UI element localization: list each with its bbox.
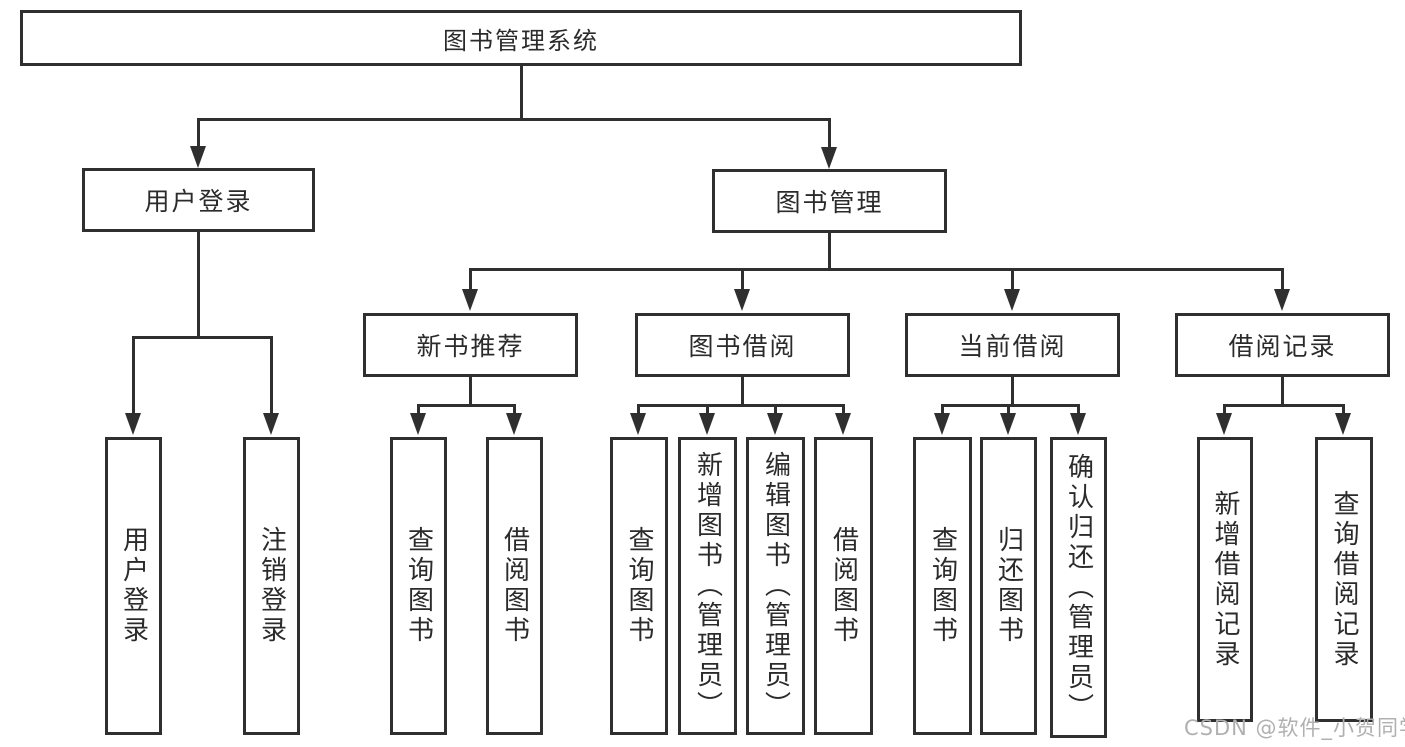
node-bb-add-books: 新增图书（管理员）: [678, 437, 737, 735]
arrow-book-mgmt: [821, 147, 837, 169]
node-leaf-user-login-label: 用户登录: [118, 526, 149, 646]
line-new-book-rec-drop-1: [417, 404, 420, 415]
node-cb-return-books: 归还图书: [980, 437, 1037, 735]
line-current-borrow-stem: [1011, 375, 1014, 406]
arrow-nb-query-books: [410, 413, 426, 435]
line-current-borrow-bar: [941, 404, 1080, 407]
arrow-bb-edit-books: [767, 413, 783, 435]
line-book-borrow-bar: [637, 404, 845, 407]
node-bb-query-books: 查询图书: [610, 437, 668, 735]
arrow-current-borrow: [1004, 289, 1020, 311]
arrow-leaf-user-login: [125, 413, 141, 435]
line-user-login-bar: [132, 336, 273, 339]
line-borrow-records-drop-1: [1223, 404, 1226, 415]
arrow-nb-borrow-books: [506, 413, 522, 435]
arrow-leaf-logout: [263, 413, 279, 435]
line-current-borrow-drop-1: [941, 404, 944, 415]
node-cb-query-books: 查询图书: [913, 437, 972, 735]
node-cb-confirm-return: 确认归还（管理员）: [1050, 437, 1107, 738]
line-borrow-records-stem: [1281, 375, 1284, 406]
node-nb-query-books-label: 查询图书: [403, 526, 434, 646]
arrow-book-borrow: [734, 289, 750, 311]
node-br-add-record-label: 新增借阅记录: [1210, 489, 1240, 670]
csdn-watermark: CSDN @软件_小贺同学: [1184, 716, 1405, 740]
node-nb-query-books: 查询图书: [390, 437, 447, 735]
node-nb-borrow-books-label: 借阅图书: [499, 526, 530, 646]
line-current-borrow-drop-2: [1007, 404, 1010, 415]
node-bb-borrow-books-label: 借阅图书: [828, 526, 859, 646]
line-borrow-records-bar: [1223, 404, 1345, 407]
arrow-cb-query-books: [934, 413, 950, 435]
line-book-mgmt-drop-3: [1011, 268, 1014, 291]
node-leaf-logout-label: 注销登录: [256, 526, 287, 646]
node-cb-return-books-label: 归还图书: [993, 526, 1024, 646]
arrow-bb-add-books: [699, 413, 715, 435]
arrow-br-query-record: [1335, 413, 1351, 435]
line-user-login-drop-1: [132, 336, 135, 415]
node-borrow-records: 借阅记录: [1175, 313, 1390, 377]
line-book-mgmt-bar: [469, 268, 1284, 271]
line-book-borrow-drop-1: [637, 404, 640, 415]
node-leaf-logout: 注销登录: [243, 437, 300, 735]
arrow-borrow-records: [1274, 289, 1290, 311]
line-user-login-drop-2: [270, 336, 273, 415]
arrow-bb-query-books: [630, 413, 646, 435]
line-book-borrow-drop-2: [706, 404, 709, 415]
node-nb-borrow-books: 借阅图书: [486, 437, 543, 735]
arrow-cb-return-books: [1000, 413, 1016, 435]
arrow-user-login: [190, 146, 206, 168]
node-bb-edit-books: 编辑图书（管理员）: [746, 437, 805, 735]
line-new-book-rec-stem: [469, 375, 472, 406]
arrow-cb-confirm-return: [1070, 413, 1086, 435]
line-book-borrow-stem: [741, 375, 744, 406]
arrow-new-book-rec: [462, 289, 478, 311]
node-root: 图书管理系统: [20, 10, 1022, 66]
node-cb-confirm-return-label: 确认归还（管理员）: [1063, 452, 1094, 723]
node-br-query-record: 查询借阅记录: [1315, 437, 1373, 722]
line-root-bar: [197, 118, 831, 121]
line-book-mgmt-stem: [828, 231, 831, 271]
line-root-drop-book-mgmt: [828, 118, 831, 149]
line-book-mgmt-drop-1: [469, 268, 472, 291]
line-book-borrow-drop-3: [774, 404, 777, 415]
node-book-mgmt-label: 图书管理: [775, 188, 884, 217]
node-new-book-rec: 新书推荐: [363, 313, 578, 377]
node-book-borrow-label: 图书借阅: [688, 332, 797, 361]
node-bb-add-books-label: 新增图书（管理员）: [692, 451, 723, 721]
node-borrow-records-label: 借阅记录: [1228, 332, 1337, 361]
node-bb-edit-books-label: 编辑图书（管理员）: [760, 451, 791, 721]
line-current-borrow-drop-3: [1077, 404, 1080, 415]
node-user-login: 用户登录: [82, 168, 315, 232]
line-new-book-rec-bar: [417, 404, 516, 407]
node-br-query-record-label: 查询借阅记录: [1329, 489, 1359, 670]
node-new-book-rec-label: 新书推荐: [416, 332, 525, 361]
node-current-borrow-label: 当前借阅: [958, 332, 1067, 361]
node-leaf-user-login: 用户登录: [105, 437, 162, 735]
line-new-book-rec-drop-2: [513, 404, 516, 415]
node-bb-borrow-books: 借阅图书: [814, 437, 873, 735]
arrow-br-add-record: [1216, 413, 1232, 435]
line-borrow-records-drop-2: [1342, 404, 1345, 415]
arrow-bb-borrow-books: [835, 413, 851, 435]
line-book-mgmt-drop-2: [741, 268, 744, 291]
node-current-borrow: 当前借阅: [905, 313, 1120, 377]
line-root-drop-user-login: [197, 118, 200, 148]
line-user-login-stem: [197, 230, 200, 338]
node-user-login-label: 用户登录: [144, 187, 253, 216]
line-book-mgmt-drop-4: [1281, 268, 1284, 291]
node-book-mgmt: 图书管理: [712, 169, 947, 233]
node-br-add-record: 新增借阅记录: [1197, 437, 1253, 722]
node-book-borrow: 图书借阅: [635, 313, 850, 377]
node-root-label: 图书管理系统: [443, 26, 599, 55]
node-cb-query-books-label: 查询图书: [927, 526, 958, 646]
line-book-borrow-drop-4: [842, 404, 845, 415]
node-bb-query-books-label: 查询图书: [624, 526, 654, 646]
line-root-stem: [520, 64, 523, 120]
